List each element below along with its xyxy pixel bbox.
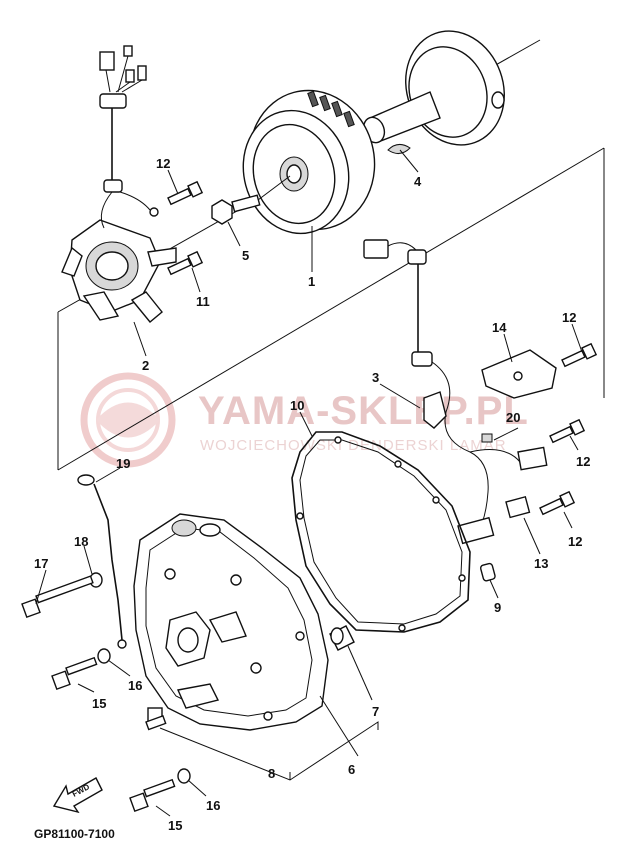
callout-3: 3 [372,370,379,385]
callout-16-lower: 16 [206,798,220,813]
flywheel-nut [211,175,291,225]
bracket-bolts-12 [539,342,598,516]
callout-9: 9 [494,600,501,615]
cover-gasket [291,431,471,633]
stator-bolt-11 [167,250,204,276]
bolt-15-upper [51,656,98,691]
washer-16-lower [177,768,191,784]
dowel-pin-9 [479,562,496,582]
callout-12-middle: 12 [576,454,590,469]
dowel-7 [329,625,355,651]
callouts: 1 2 3 4 5 6 7 8 9 10 11 12 12 12 12 13 1… [34,156,590,833]
callout-12-lower: 12 [568,534,582,549]
callout-13: 13 [534,556,548,571]
flywheel-rotor [242,89,376,235]
diagram-code: GP81100-7100 [34,827,115,841]
callout-16-upper: 16 [128,678,142,693]
stator-assembly [61,45,177,323]
pickup-bracket-14 [481,349,557,399]
callout-8: 8 [268,766,275,781]
watermark-title: YAMA-SKLEP.PL [198,389,529,433]
callout-12-stator: 12 [156,156,170,171]
crankcase-cover [133,513,329,731]
fwd-arrow-icon: FWD [52,777,103,814]
callout-4: 4 [414,174,422,189]
callout-15-upper: 15 [92,696,106,711]
stator-bolt-12 [167,180,204,206]
callout-15-lower: 15 [168,818,182,833]
callout-5: 5 [242,248,249,263]
callout-10: 10 [290,398,304,413]
sensor-13 [505,495,531,519]
pickup-coil-assembly [363,239,548,545]
callout-6: 6 [348,762,355,777]
watermark: YAMA-SKLEP.PL WOJCIECHOWSKI DENDERSKI LA… [80,372,529,468]
ground-lead-19 [77,474,127,649]
callout-12-bracket: 12 [562,310,576,325]
callout-20: 20 [506,410,520,425]
crankshaft-hub [362,30,505,154]
callout-7: 7 [372,704,379,719]
watermark-subtitle: WOJCIECHOWSKI DENDERSKI LAMAR [200,437,507,454]
washer-16-upper [97,648,111,664]
leader-lines [35,149,583,817]
callout-14: 14 [492,320,507,335]
long-bolt-17 [21,575,94,619]
callout-2: 2 [142,358,149,373]
hose-fitting-8 [145,707,167,731]
callout-18: 18 [74,534,88,549]
callout-11: 11 [196,294,210,309]
callout-17: 17 [34,556,48,571]
bolt-15-lower [129,778,176,813]
callout-1: 1 [308,274,315,289]
watermark-logo-icon [80,372,176,468]
callout-19: 19 [116,456,130,471]
